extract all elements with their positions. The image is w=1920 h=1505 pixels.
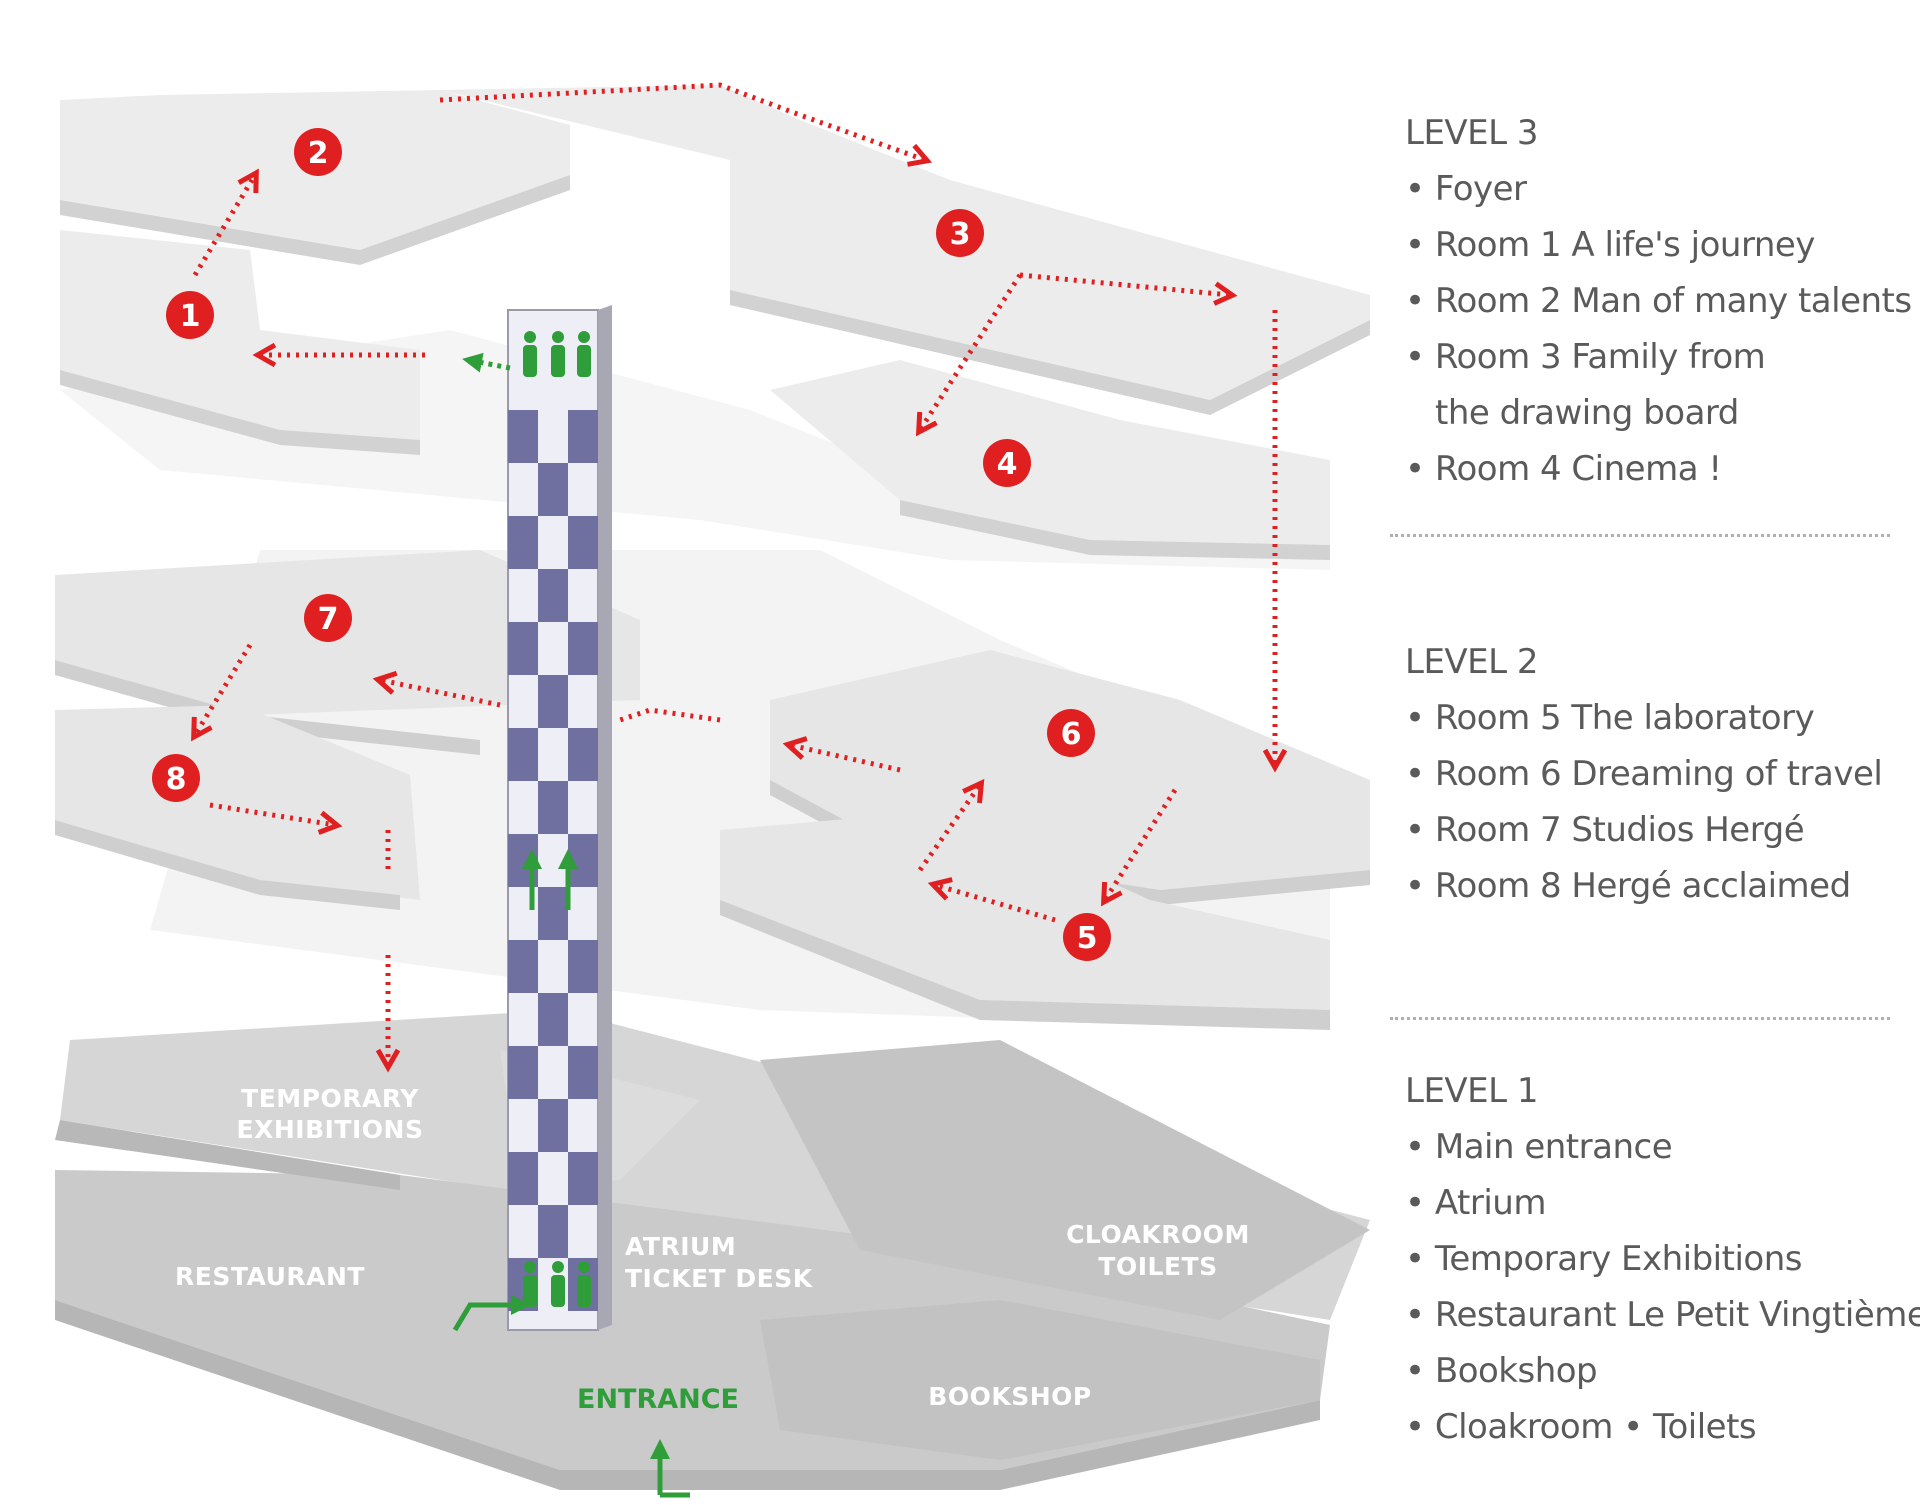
room-marker-2: 2 [294,128,342,176]
zone-entrance: ENTRANCE [577,1384,739,1415]
legend-item: • Temporary Exhibitions [1405,1239,1802,1279]
legend-level-title: LEVEL 1 [1405,1071,1539,1111]
room-marker-4: 4 [983,439,1031,487]
legend-level-title: LEVEL 3 [1405,113,1539,153]
legend-item: • Room 3 Family from [1405,337,1766,377]
person-icon [577,1261,591,1307]
legend-level-3: LEVEL 3 • Foyer • Room 1 A life's journe… [1405,105,1912,497]
visitor-route [191,82,1288,1073]
zone-atrium-line2: TICKET DESK [625,1264,814,1293]
lift-access-route [452,352,690,1498]
room-marker-number: 4 [997,447,1018,482]
person-icon [523,331,537,377]
room-marker-6: 6 [1047,709,1095,757]
room-marker-number: 8 [166,762,187,797]
level-2-floor [55,550,1370,1030]
lift-arrow-icon [462,352,511,373]
legend-item: • Room 8 Hergé acclaimed [1405,866,1851,906]
room-marker-number: 5 [1077,921,1098,956]
zone-temporary-line1: TEMPORARY [241,1084,419,1113]
museum-floor-map: TEMPORARY EXHIBITIONS RESTAURANT ATRIUM … [55,82,1370,1498]
room-markers: 1 2 3 4 5 6 7 8 [152,128,1111,961]
zone-labels: TEMPORARY EXHIBITIONS RESTAURANT ATRIUM … [175,1084,1250,1415]
zone-atrium-line1: ATRIUM [625,1232,736,1261]
room-marker-7: 7 [304,594,352,642]
legend-item: • Room 6 Dreaming of travel [1405,754,1883,794]
zone-bookshop: BOOKSHOP [928,1382,1091,1411]
legend-item: • Bookshop [1405,1351,1598,1391]
room-marker-1: 1 [166,291,214,339]
legend-item: • Restaurant Le Petit Vingtième [1405,1295,1920,1335]
legend-item: • Cloakroom • Toilets [1405,1407,1757,1447]
zone-cloakroom-line1: CLOAKROOM [1066,1220,1250,1249]
person-icon [551,331,565,377]
room-marker-8: 8 [152,754,200,802]
legend-item: • Room 2 Man of many talents [1405,281,1912,321]
person-icon [577,331,591,377]
room-marker-5: 5 [1063,913,1111,961]
room-marker-3: 3 [936,209,984,257]
legend-divider [1390,534,1890,537]
level-3-floor [60,85,1370,570]
room-marker-number: 2 [308,136,329,171]
legend-item: • Main entrance [1405,1127,1673,1167]
person-icon [551,1261,565,1307]
legend-level-title: LEVEL 2 [1405,642,1539,682]
legend-item: • Room 4 Cinema ! [1405,449,1722,489]
legend-item: • Room 7 Studios Hergé [1405,810,1805,850]
zone-cloakroom-line2: TOILETS [1098,1252,1217,1281]
person-icon [523,1261,537,1307]
legend-item: • Room 5 The laboratory [1405,698,1815,738]
zone-temporary-line2: EXHIBITIONS [237,1115,424,1144]
level-1-floor [55,1010,1370,1490]
zone-restaurant: RESTAURANT [175,1262,365,1291]
room-marker-number: 6 [1061,717,1082,752]
legend-item: • Foyer [1405,169,1527,209]
legend-item: • Room 1 A life's journey [1405,225,1815,265]
legend-level-2: LEVEL 2 • Room 5 The laboratory • Room 6… [1405,634,1895,914]
legend-divider [1390,1017,1890,1020]
room-marker-number: 3 [950,217,971,252]
legend-item: the drawing board [1435,393,1739,433]
room-marker-number: 1 [180,299,201,334]
legend-item: • Atrium [1405,1183,1546,1223]
legend-level-1: LEVEL 1 • Main entrance • Atrium • Tempo… [1405,1063,1920,1455]
lift-arrow-icon [452,1295,531,1332]
lift-shaft[interactable] [507,305,612,1331]
room-marker-number: 7 [318,602,339,637]
